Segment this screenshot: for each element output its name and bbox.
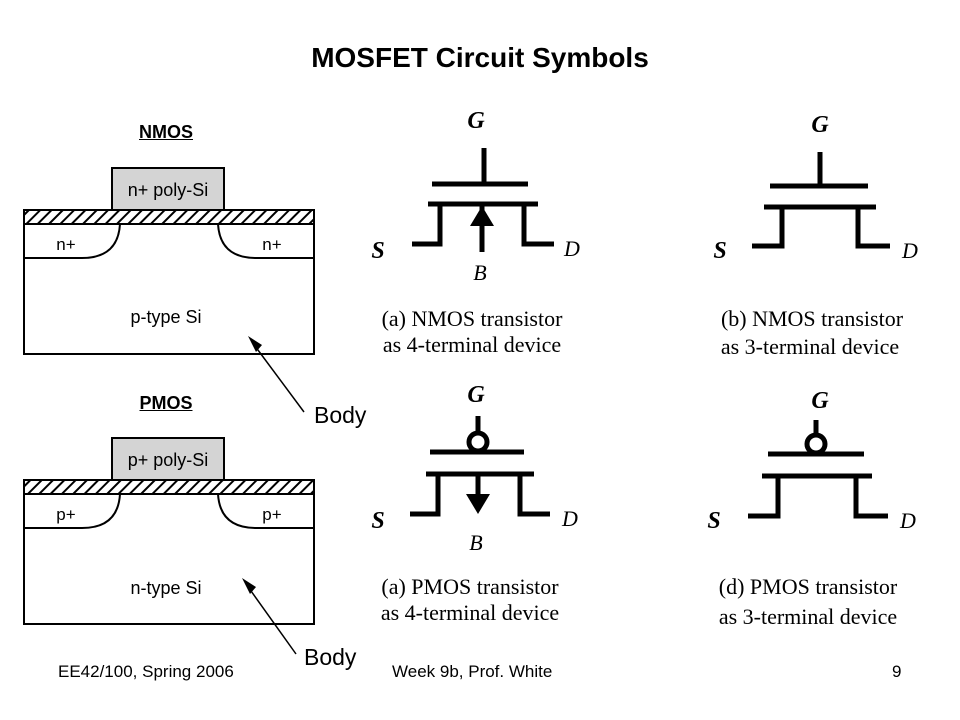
- nmos-substrate: [23, 223, 315, 355]
- pmos-cross-section: p+ poly-Si p+ p+ n-type Si: [23, 437, 315, 625]
- symbol-nmos-4-terminal: [412, 148, 554, 252]
- footer-course: EE42/100, Spring 2006: [58, 662, 234, 681]
- sym-a-gate-label: G: [467, 108, 485, 134]
- page-title: MOSFET Circuit Symbols: [311, 42, 649, 73]
- pmos-gate-poly: [111, 437, 225, 481]
- pmos-substrate-label: n-type Si: [130, 578, 201, 598]
- footer-lecture: Week 9b, Prof. White: [392, 662, 553, 681]
- nmos-body-arrow-up-icon: [470, 206, 494, 226]
- nmos-body-label: Body: [314, 402, 367, 428]
- sym-b-caption-line2: as 3-terminal device: [721, 334, 899, 359]
- sym-a-drain-label: D: [563, 236, 580, 261]
- footer-page-number: 9: [892, 662, 902, 681]
- sym-a-source-label: S: [371, 238, 384, 264]
- nmos-drain-junction: [217, 223, 314, 259]
- nmos-drain-label: n+: [262, 235, 281, 254]
- sym-c-drain-label: D: [561, 506, 578, 531]
- sym-d-gate-label: G: [811, 388, 829, 414]
- sym-a-body-label: B: [473, 260, 486, 285]
- pmos-substrate: [23, 493, 315, 625]
- sym-d-caption-line2: as 3-terminal device: [719, 604, 897, 629]
- sym-b-source-label: S: [713, 238, 726, 264]
- nmos-source-label: n+: [56, 235, 75, 254]
- symbol-pmos-3-terminal: [748, 420, 888, 519]
- nmos-gate-label: n+ poly-Si: [128, 180, 209, 200]
- pmos-drain-junction: [217, 493, 314, 529]
- nmos-substrate-label: p-type Si: [130, 307, 201, 327]
- sym-d-source-label: S: [707, 508, 720, 534]
- sym-c-source-label: S: [371, 508, 384, 534]
- pmos-source-junction: [24, 493, 121, 529]
- nmos-body-arrowhead: [248, 336, 262, 352]
- sym-a-caption-line1: (a) NMOS transistor: [382, 306, 564, 331]
- nmos-gate-oxide: [23, 209, 315, 225]
- symbol-nmos-3-terminal: [752, 152, 890, 249]
- sym-b-caption-line1: (b) NMOS transistor: [721, 306, 904, 331]
- sym-c-body-label: B: [469, 530, 482, 555]
- pmos-body-arrow: [245, 583, 297, 655]
- sym-c-gate-label: G: [467, 382, 485, 408]
- pmos-heading: PMOS: [139, 393, 193, 413]
- nmos-cross-section: n+ poly-Si n+ n+ p-type Si: [23, 167, 315, 355]
- sym-c-caption-line2: as 4-terminal device: [381, 600, 559, 625]
- sym-c-caption-line1: (a) PMOS transistor: [381, 574, 559, 599]
- nmos-heading: NMOS: [139, 122, 193, 142]
- pmos-body-arrowhead: [242, 578, 256, 594]
- sym-d-caption-line1: (d) PMOS transistor: [719, 574, 898, 599]
- sym-b-drain-label: D: [901, 238, 918, 263]
- sym-a-caption-line2: as 4-terminal device: [383, 332, 561, 357]
- pmos-body-arrow-down-icon: [466, 494, 490, 514]
- pmos-source-label: p+: [56, 505, 75, 524]
- sym-b-gate-label: G: [811, 112, 829, 138]
- nmos-body-arrow: [251, 341, 305, 413]
- nmos-source-junction: [24, 223, 121, 259]
- body-pointer-arrows: [242, 336, 305, 655]
- symbol-pmos-4-terminal: [410, 416, 550, 517]
- pmos-drain-label: p+: [262, 505, 281, 524]
- pmos-gate-oxide: [23, 479, 315, 495]
- nmos-gate-poly: [111, 167, 225, 211]
- pmos-gate-label: p+ poly-Si: [128, 450, 209, 470]
- pmos-body-label: Body: [304, 644, 357, 670]
- sym-d-drain-label: D: [899, 508, 916, 533]
